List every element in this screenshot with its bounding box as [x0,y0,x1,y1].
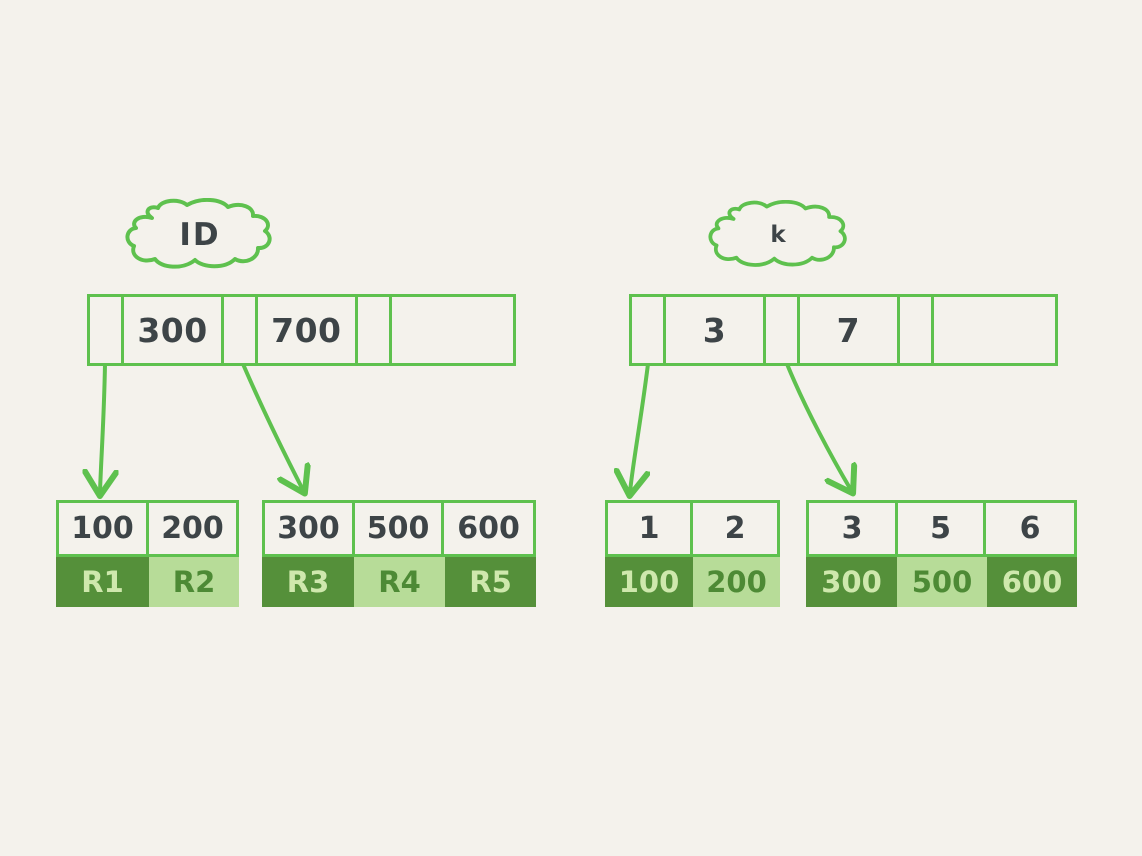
leaf-k-1-keys: 1 2 [605,500,780,557]
cloud-label-id-text: ID [179,217,221,253]
leaf-k-2-key-0[interactable]: 3 [809,503,898,554]
leaf-k-2-values: 300 500 600 [806,557,1077,607]
leaf-node-k-2[interactable]: 3 5 6 300 500 600 [806,500,1077,607]
arrow-k-root-to-leaf2 [785,362,851,490]
root-k-pointer-1[interactable] [766,297,801,363]
root-node-k[interactable]: 3 7 [629,294,1058,366]
leaf-k-2-key-1[interactable]: 5 [898,503,987,554]
leaf-id-2-key-2[interactable]: 600 [457,511,520,546]
leaf-node-id-2[interactable]: 300 500 600 R3 R4 R5 [262,500,536,607]
leaf-k-2-value-0[interactable]: 300 [806,557,897,607]
leaf-k-2-value-1[interactable]: 500 [897,557,987,607]
leaf-id-1-value-0[interactable]: R1 [56,557,149,607]
leaf-id-2-value-0[interactable]: R3 [262,557,354,607]
root-k-pointer-2[interactable] [900,297,934,363]
root-k-key-0[interactable]: 3 [666,297,766,363]
leaf-k-2-key-2[interactable]: 6 [1019,511,1041,546]
leaf-id-1-values: R1 R2 [56,557,239,607]
leaf-k-1-key-1[interactable]: 2 [724,511,746,546]
arrow-id-root-to-leaf2 [241,362,303,490]
leaf-node-k-1[interactable]: 1 2 100 200 [605,500,780,607]
leaf-node-id-1[interactable]: 100 200 R1 R2 [56,500,239,607]
cloud-label-k: k [707,200,851,270]
leaf-k-1-value-1[interactable]: 200 [693,557,780,607]
root-id-pointer-2[interactable] [358,297,392,363]
root-id-key-1[interactable]: 700 [258,297,358,363]
leaf-id-2-key-1[interactable]: 500 [355,503,445,554]
leaf-k-1-values: 100 200 [605,557,780,607]
root-k-key-1[interactable]: 7 [800,297,900,363]
root-id-pointer-0[interactable] [90,297,125,363]
leaf-k-1-key-0[interactable]: 1 [608,503,694,554]
leaf-id-2-keys: 300 500 600 [262,500,536,557]
cloud-label-id: ID [125,198,275,272]
leaf-k-2-value-2[interactable]: 600 [987,557,1077,607]
leaf-k-1-value-0[interactable]: 100 [605,557,693,607]
root-node-id[interactable]: 300 700 [87,294,516,366]
leaf-id-2-values: R3 R4 R5 [262,557,536,607]
leaf-id-1-key-0[interactable]: 100 [59,503,149,554]
leaf-id-2-value-1[interactable]: R4 [354,557,445,607]
root-k-key-2[interactable] [934,297,1055,363]
leaf-id-1-keys: 100 200 [56,500,239,557]
root-id-key-0[interactable]: 300 [124,297,224,363]
leaf-k-2-keys: 3 5 6 [806,500,1077,557]
leaf-id-2-value-2[interactable]: R5 [445,557,536,607]
cloud-shape-icon [708,200,847,267]
root-id-key-2[interactable] [392,297,513,363]
leaf-id-2-key-0[interactable]: 300 [265,503,355,554]
cloud-shape-icon [125,198,272,269]
arrow-k-root-to-leaf1 [630,362,648,492]
root-k-pointer-0[interactable] [632,297,667,363]
leaf-id-1-key-1[interactable]: 200 [161,511,224,546]
cloud-label-k-text: k [770,222,788,248]
arrow-id-root-to-leaf1 [100,362,105,492]
root-id-pointer-1[interactable] [224,297,259,363]
leaf-id-1-value-1[interactable]: R2 [149,557,239,607]
